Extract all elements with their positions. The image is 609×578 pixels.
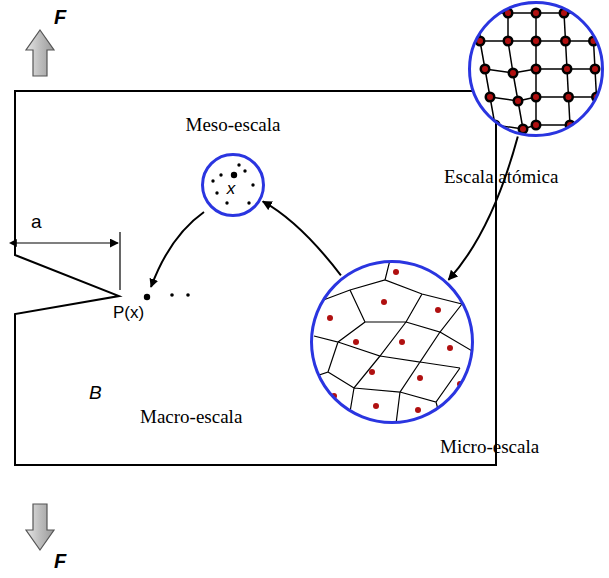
material-point — [170, 293, 174, 297]
dimension-tick — [119, 232, 120, 290]
force-arrow — [26, 504, 54, 550]
scale-circle-outline — [470, 3, 603, 136]
scale-circle: Escala atómica — [468, 1, 604, 137]
scale-circle-outline — [203, 155, 264, 216]
scale-label: Meso-escala — [186, 115, 281, 136]
dimension-label: a — [31, 212, 42, 233]
node-outline — [310, 260, 474, 424]
force-label: F — [54, 6, 66, 28]
scale-label: Escala atómica — [444, 167, 558, 188]
region-symbol: B — [89, 383, 102, 404]
point-label: P(x) — [113, 304, 144, 323]
scale-circle-outline — [312, 262, 473, 423]
atomic-bonds — [480, 13, 598, 129]
specimen-outline — [15, 91, 496, 465]
scale-label: Macro-escala — [140, 407, 242, 428]
node-outline — [468, 1, 604, 137]
force-arrow — [26, 30, 54, 76]
scale-arrow — [151, 212, 204, 287]
scale-label: Micro-escala — [440, 437, 539, 458]
material-point — [231, 172, 237, 178]
point-symbol: x — [227, 180, 236, 199]
material-point — [144, 294, 150, 300]
scale-arrow — [263, 201, 341, 275]
dimension-line — [16, 242, 118, 243]
material-point — [186, 293, 190, 297]
scale-circle: Micro-escala — [310, 260, 474, 424]
scale-circle: Meso-escalax — [201, 153, 265, 217]
grain-boundaries — [310, 260, 474, 424]
force-label: F — [54, 550, 66, 572]
scale-arrow — [449, 137, 518, 280]
